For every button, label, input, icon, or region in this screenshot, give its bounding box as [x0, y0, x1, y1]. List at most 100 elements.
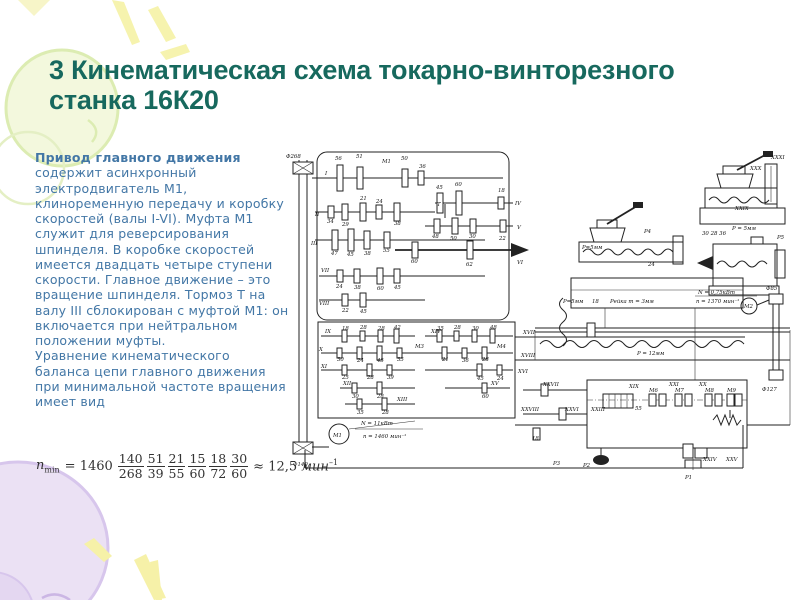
diagram-label: Р = 12мм — [636, 351, 665, 357]
diagram-label: XXVIII — [520, 407, 540, 413]
diagram-label: 24 — [335, 284, 343, 290]
diagram-label: XXIII — [590, 407, 606, 413]
diagram-label: XXIX — [734, 206, 750, 212]
diagram-label: X — [318, 347, 324, 353]
diagram-label: XII — [342, 381, 352, 387]
diagram-label: 38 — [394, 221, 401, 227]
diagram-label: 60 — [411, 259, 418, 265]
diagram-label: XIII — [396, 397, 408, 403]
rays-bottom-decoration — [84, 538, 166, 600]
diagram-label: II — [314, 212, 320, 218]
diagram-label: 38 — [354, 285, 361, 291]
diagram-label: Р=5мм — [562, 299, 584, 305]
diagram-label: Р2 — [582, 463, 591, 469]
diagram-label: n = 1460 мин⁻¹ — [363, 433, 406, 440]
diagram-label: 36 — [419, 164, 426, 170]
diagram-label: 45 — [435, 185, 443, 191]
diagram-label: 30 — [337, 357, 344, 363]
diagram-label: 36 — [462, 358, 469, 364]
formula-lhs: nmin — [36, 457, 60, 475]
diagram-label: 39 — [387, 375, 394, 381]
headstock-gearbox — [313, 151, 529, 321]
tailstock — [697, 236, 786, 296]
diagram-label: 47 — [330, 251, 338, 257]
diagram-label: XXI — [668, 382, 680, 388]
diagram-label: 24 — [375, 199, 383, 205]
diagram-label: Р5 — [776, 235, 785, 241]
diagram-label: М4 — [496, 344, 507, 350]
diagram-label: 28 — [377, 326, 385, 332]
diagram-label: 35 — [357, 410, 364, 416]
diagram-label: Ф85 — [766, 286, 778, 292]
diagram-label: 35 — [437, 326, 444, 332]
diagram-label: XXXI — [770, 155, 786, 161]
diagram-label: 22 — [341, 308, 349, 314]
diagram-label: VI — [517, 260, 524, 266]
diagram-label: XXX — [749, 166, 763, 172]
fast-drive-belt — [768, 293, 784, 381]
body-paragraph-2: Уравнение кинематического баланса цепи г… — [35, 348, 286, 409]
rack-pinion — [586, 322, 596, 338]
diagram-label: 34 — [327, 219, 334, 225]
diagram-label: Р3 — [552, 461, 561, 467]
diagram-label: 18 — [592, 299, 599, 305]
diagram-label: М1 — [332, 433, 342, 439]
diagram-label: 55 — [635, 406, 642, 412]
diagram-label: 28 — [376, 394, 384, 400]
diagram-label: 24 — [647, 262, 655, 268]
diagram-label: 28 — [359, 325, 367, 331]
formula-eq: = 1460 — [64, 458, 113, 474]
diagram-label: I — [324, 171, 328, 177]
diagram-label: XXVII — [542, 382, 560, 388]
diagram-label: XXV — [725, 457, 739, 463]
worm-gear — [602, 393, 634, 409]
diagram-label: М1 — [381, 159, 391, 165]
cross-screw-bracket — [672, 235, 684, 265]
diagram-label: XX — [698, 382, 708, 388]
diagram-label: М8 — [704, 388, 715, 394]
diagram-label: 60 — [377, 286, 384, 292]
diagram-label: XIV — [430, 329, 442, 335]
diagram-label: 24 — [356, 358, 364, 364]
machine-bed — [304, 424, 790, 469]
diagram-label: М3 — [414, 344, 425, 350]
balloon-bottom-left-decoration — [0, 460, 110, 600]
diagram-label: 50 — [450, 236, 457, 242]
diagram-label: М9 — [726, 388, 737, 394]
cross-feed-screw — [559, 297, 567, 347]
diagram-label: XV — [490, 381, 500, 387]
diagram-label: 45 — [376, 358, 384, 364]
corner-wedge-decoration — [18, 0, 50, 16]
diagram-label: 28 — [381, 410, 389, 416]
diagram-label: 48 — [489, 325, 497, 331]
diagram-label: XI — [320, 364, 328, 370]
spring — [712, 413, 742, 427]
handwheel — [593, 455, 609, 465]
diagram-label: 28 — [366, 375, 374, 381]
diagram-label: 42 — [393, 325, 401, 331]
diagram-label: 28 — [453, 325, 461, 331]
diagram-label: М6 — [648, 388, 659, 394]
diagram-label: Р4 — [643, 229, 652, 235]
diagram-label: 45 — [476, 376, 484, 382]
diagram-label: N = 0,75кВт — [697, 290, 735, 296]
body-lead: Привод главного движения — [35, 150, 241, 165]
diagram-label: Р = 5мм — [731, 226, 756, 232]
diagram-label: 56 — [335, 156, 342, 162]
diagram-label: 22 — [498, 236, 506, 242]
apron — [523, 379, 748, 470]
diagram-label: 30 28 36 — [702, 231, 727, 237]
body-text: Привод главного движения содержит асинхр… — [35, 150, 289, 409]
diagram-label: 38 — [364, 251, 371, 257]
diagram-label: 25 — [341, 375, 349, 381]
carriage — [559, 202, 744, 380]
rays-top-decoration — [112, 0, 190, 60]
diagram-label: V — [517, 225, 522, 231]
diagram-label: М7 — [674, 388, 685, 394]
